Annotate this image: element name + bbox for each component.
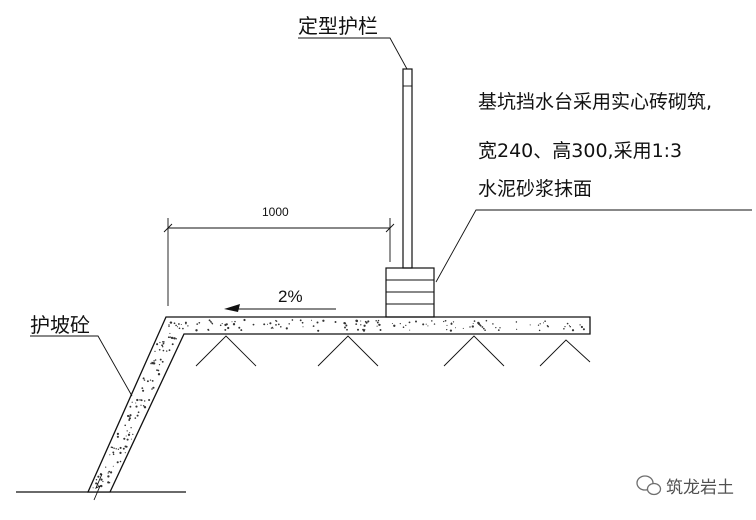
slope-concrete-layer	[86, 316, 591, 493]
watermark: 筑龙岩土	[636, 475, 734, 498]
guardrail-label: 定型护栏	[298, 14, 378, 38]
slope-arrow	[224, 304, 336, 312]
brick-water-platform	[385, 267, 435, 318]
guardrail-post	[402, 68, 413, 269]
slope-ratio-label: 2%	[278, 287, 303, 306]
watermark-text: 筑龙岩土	[666, 478, 734, 498]
break-mark	[93, 473, 103, 501]
wechat-icon	[636, 475, 662, 496]
platform-note-line-2: 宽240、高300,采用1:3	[478, 140, 682, 162]
guardrail-leader	[298, 37, 408, 70]
platform-note-line-3: 水泥砂浆抹面	[478, 178, 592, 200]
dimension-line	[163, 218, 395, 306]
slope-concrete-leader	[30, 335, 133, 397]
concrete-texture	[92, 318, 585, 489]
slope-concrete-label: 护坡砼	[30, 313, 90, 337]
platform-leader	[435, 209, 752, 283]
platform-note-line-1: 基坑挡水台采用实心砖砌筑,	[478, 91, 712, 113]
dimension-label: 1000	[262, 205, 289, 219]
soil-hatch	[195, 335, 591, 367]
